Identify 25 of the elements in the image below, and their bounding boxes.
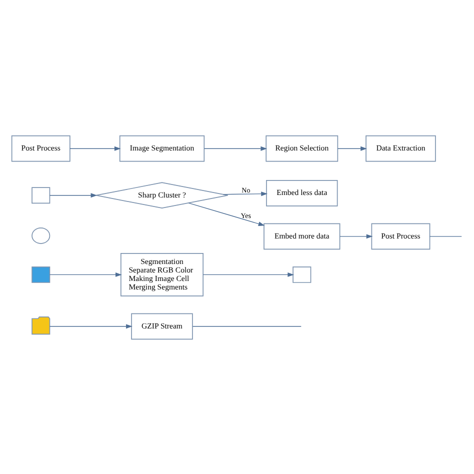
- node-ellipse: [32, 227, 50, 244]
- arrow: [202, 272, 294, 276]
- arrow: [222, 191, 268, 196]
- arrow: [337, 146, 367, 150]
- node-box: [292, 266, 312, 282]
- arrow: [70, 146, 121, 150]
- node-box: GZIP Stream: [131, 312, 193, 340]
- node-box: Post Process: [371, 222, 430, 250]
- node-box: Post Process: [11, 134, 70, 162]
- arrow: [49, 324, 132, 328]
- node-folder: [32, 316, 50, 334]
- node-box: [32, 186, 50, 204]
- arrow: [188, 202, 265, 226]
- arrow: [340, 234, 373, 238]
- node-box: Image Segmentation: [119, 134, 205, 162]
- arrow: [204, 146, 268, 150]
- node-box: Region Selection: [266, 134, 338, 162]
- node-diamond: Sharp Cluster ?: [96, 182, 228, 208]
- node-box: Embed more data: [264, 222, 340, 250]
- arrow: [49, 272, 122, 276]
- node-box: [32, 266, 50, 282]
- node-box: Data Extraction: [366, 134, 436, 162]
- node-box: Embed less data: [266, 180, 338, 206]
- arrow: [49, 192, 98, 198]
- node-box: Segmentation Separate RGB Color Making Image Cell Merging Segments: [120, 252, 204, 296]
